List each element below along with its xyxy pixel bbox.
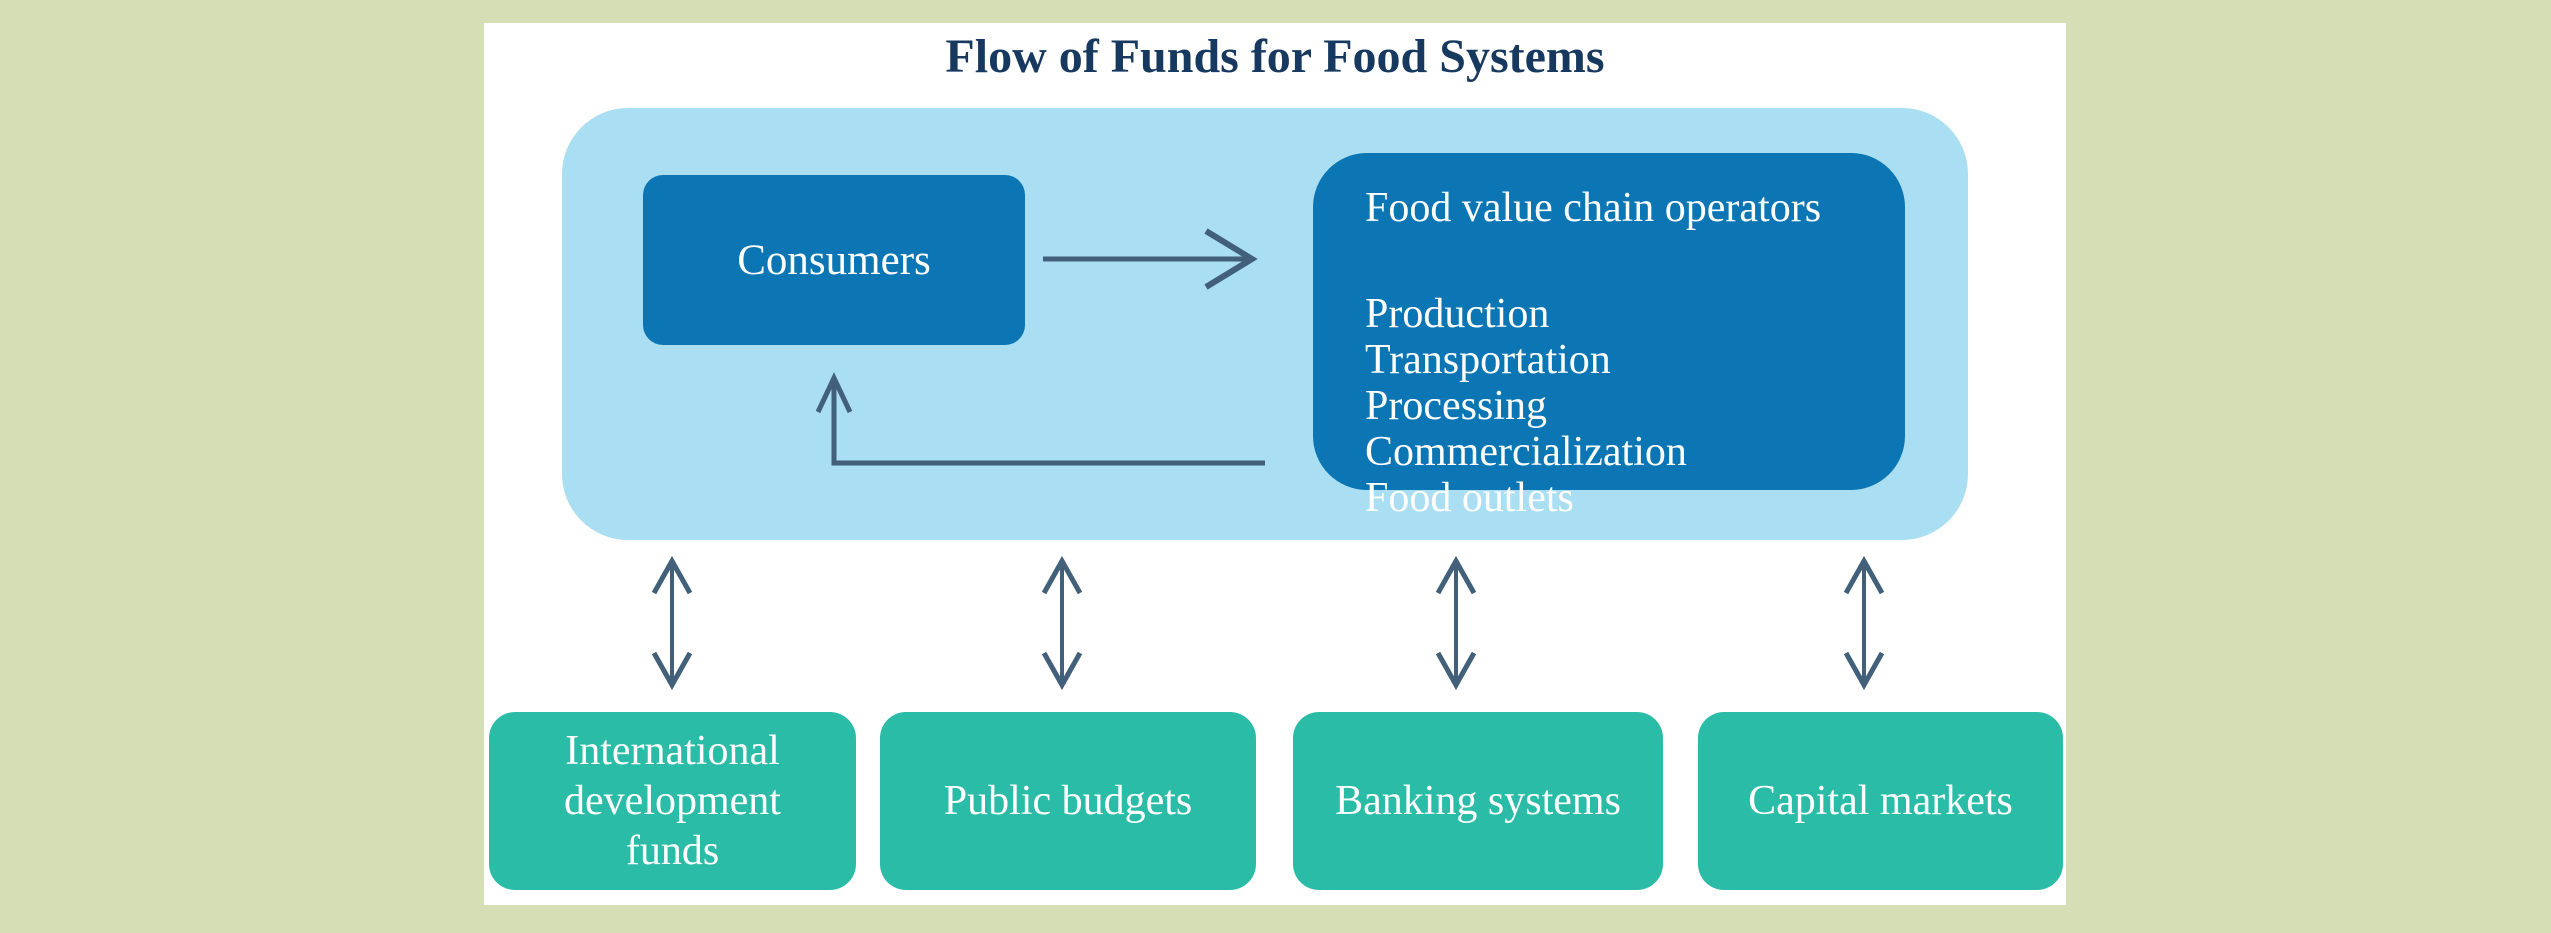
food-value-chain-operators-box: Food value chain operators Production Tr…	[1313, 153, 1905, 521]
consumers-label: Consumers	[737, 236, 931, 284]
funding-label: Banking systems	[1335, 778, 1621, 824]
operators-item-food-outlets: Food outlets	[1365, 475, 1574, 521]
funding-label: International development funds	[564, 728, 781, 874]
funding-box-public-budgets: Public budgets	[880, 712, 1256, 890]
operators-item-transportation: Transportation	[1365, 337, 1611, 383]
funding-label: Public budgets	[943, 778, 1193, 824]
operators-item-commercialization: Commercialization	[1365, 429, 1687, 475]
funding-box-international-development-funds: International development funds	[489, 712, 856, 890]
funding-box-capital-markets: Capital markets	[1698, 712, 2063, 890]
consumers-box: Consumers	[643, 175, 1025, 345]
diagram-title: Flow of Funds for Food Systems	[945, 30, 1605, 83]
operators-list: Production Transportation Processing Com…	[1365, 291, 1875, 521]
funding-label: Capital markets	[1748, 778, 2013, 824]
funding-box-banking-systems: Banking systems	[1293, 712, 1663, 890]
operators-item-processing: Processing	[1365, 383, 1547, 429]
operators-item-production: Production	[1365, 291, 1550, 337]
operators-title: Food value chain operators	[1365, 185, 1822, 231]
